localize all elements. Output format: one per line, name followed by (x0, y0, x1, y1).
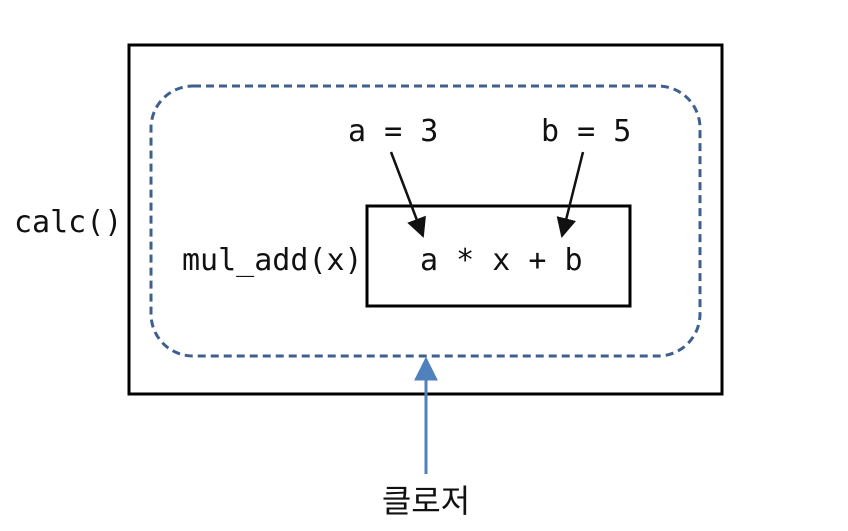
inner-function-body: a * x + b (420, 243, 583, 278)
closure-caption: 클로저 (382, 482, 470, 520)
outer-function-box (127, 43, 724, 396)
variable-b-label: b = 5 (541, 114, 631, 149)
arrow-b-to-expression (556, 151, 585, 238)
variable-a-label: a = 3 (348, 114, 438, 149)
inner-function-label: mul_add(x) (182, 243, 363, 278)
arrow-a-to-expression (389, 151, 426, 238)
inner-function-box (365, 204, 632, 308)
outer-function-label: calc() (14, 205, 122, 240)
closure-scope-outline (149, 84, 702, 358)
